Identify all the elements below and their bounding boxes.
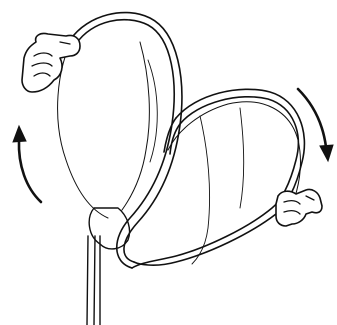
- left-panel-crease: [122, 42, 149, 210]
- left-panel-fabric: [58, 35, 108, 218]
- left-hand: [22, 33, 80, 92]
- right-panel-frame: [132, 89, 304, 268]
- left-rotation-arrow-icon: [13, 126, 41, 202]
- left-panel-frame: [70, 13, 182, 268]
- right-panel-crease: [192, 116, 210, 264]
- right-panel-crease-2: [240, 108, 244, 208]
- stand-post: [87, 236, 100, 325]
- right-hand: [276, 189, 322, 226]
- right-rotation-arrow-icon: [298, 89, 333, 161]
- right-panel-fabric: [168, 102, 300, 205]
